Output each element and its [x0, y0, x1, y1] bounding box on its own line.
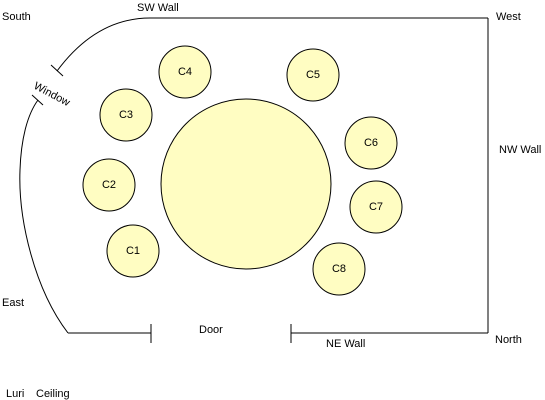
label-nw-wall: NW Wall	[499, 144, 541, 156]
label-ne-wall: NE Wall	[326, 338, 365, 350]
label-sw-wall: SW Wall	[137, 2, 179, 14]
chair-label: C4	[178, 66, 192, 78]
chair-label: C7	[369, 201, 383, 213]
chair-c5: C5	[286, 48, 340, 102]
label-window: Window	[32, 80, 72, 109]
footer-name: Luri	[6, 388, 24, 400]
chair-c1: C1	[106, 224, 160, 278]
chair-c2: C2	[82, 158, 136, 212]
east-wall	[19, 99, 69, 334]
table	[160, 98, 332, 270]
footer-view: Ceiling	[36, 388, 70, 400]
chair-label: C6	[364, 137, 378, 149]
chair-c8: C8	[312, 242, 366, 296]
chair-label: C1	[126, 245, 140, 257]
chair-c6: C6	[344, 116, 398, 170]
window-tick-top	[50, 64, 64, 77]
label-south: South	[2, 11, 31, 23]
chair-c3: C3	[99, 88, 153, 142]
chair-label: C5	[306, 69, 320, 81]
chair-c4: C4	[158, 45, 212, 99]
chair-label: C8	[332, 263, 346, 275]
label-door: Door	[199, 324, 223, 336]
chair-c7: C7	[349, 180, 403, 234]
label-west: West	[496, 11, 521, 23]
chair-label: C3	[119, 109, 133, 121]
chair-label: C2	[102, 179, 116, 191]
window-tick-bottom	[31, 94, 44, 106]
sw-wall	[56, 17, 488, 72]
label-north: North	[495, 334, 522, 346]
label-east: East	[2, 297, 24, 309]
